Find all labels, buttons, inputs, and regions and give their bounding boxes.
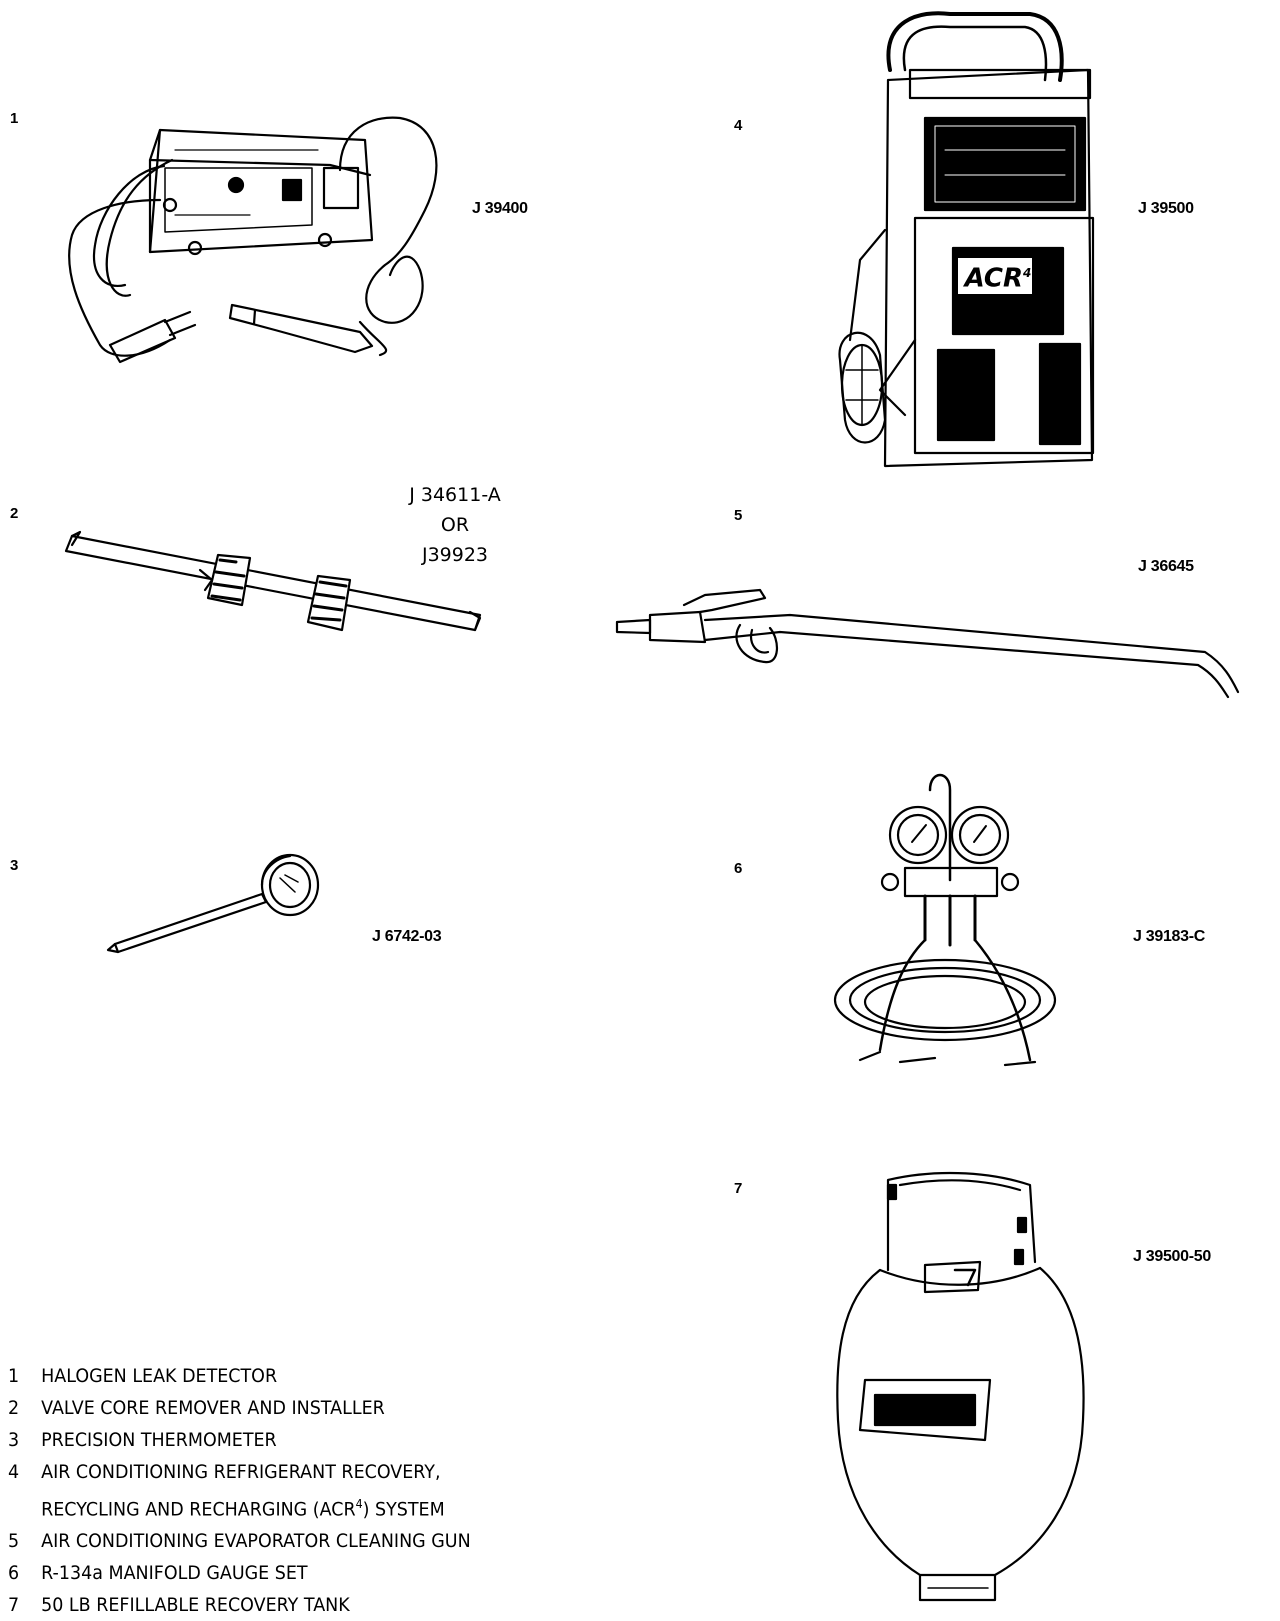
item-number-7: 7 [734, 1180, 743, 1197]
legend-row-7: 7 50 LB REFILLABLE RECOVERY TANK [8, 1589, 578, 1621]
legend-text-after: ) SYSTEM [362, 1498, 445, 1521]
legend: 1 HALOGEN LEAK DETECTOR 2 VALVE CORE REM… [8, 1360, 628, 1621]
legend-superscript: 4 [355, 1497, 363, 1511]
tool-number-7: J 39500-50 [1133, 1248, 1211, 1265]
tool-number-2-line-3: J39923 [421, 544, 489, 566]
acr-logo-superscript: 4 [1023, 266, 1032, 280]
tool-number-3: J 6742-03 [372, 928, 442, 945]
item-number-5: 5 [734, 507, 743, 524]
item-number-1: 1 [10, 110, 19, 127]
item-number-4: 4 [734, 117, 743, 134]
legend-text: HALOGEN LEAK DETECTOR [41, 1365, 278, 1387]
tool-number-1: J 39400 [472, 200, 528, 217]
legend-row-5: 5 AIR CONDITIONING EVAPORATOR CLEANING G… [8, 1525, 578, 1557]
acr-logo-sub: SYSTEM [983, 293, 1027, 302]
item-number-3: 3 [10, 857, 19, 874]
legend-row-1: 1 HALOGEN LEAK DETECTOR [8, 1360, 578, 1392]
legend-number: 4 [8, 1461, 20, 1483]
legend-text: RECYCLING AND RECHARGING (ACR4) SYSTEM [41, 1488, 445, 1525]
recovery-tank-drawing [836, 1171, 1085, 1602]
tool-number-5: J 36645 [1138, 558, 1194, 575]
tool-number-6: J 39183-C [1133, 928, 1206, 945]
legend-number: 5 [8, 1530, 20, 1553]
tool-number-2-line-1: J 34611-A [409, 484, 501, 506]
legend-text: R-134a MANIFOLD GAUGE SET [41, 1562, 308, 1585]
legend-row-4-continued: RECYCLING AND RECHARGING (ACR4) SYSTEM [8, 1488, 578, 1525]
legend-number: 3 [8, 1429, 20, 1451]
legend-text: VALVE CORE REMOVER AND INSTALLER [41, 1397, 385, 1419]
tool-number-2-line-2: OR [440, 514, 470, 536]
manifold-gauge-set-drawing [833, 773, 1057, 1067]
legend-row-6: 6 R-134a MANIFOLD GAUGE SET [8, 1557, 578, 1589]
halogen-leak-detector-drawing [68, 116, 438, 364]
legend-text: 50 LB REFILLABLE RECOVERY TANK [41, 1594, 350, 1617]
valve-core-remover-drawing [64, 530, 482, 632]
tool-number-2: J 34611-A OR J39923 [390, 480, 520, 570]
item-number-2: 2 [10, 505, 19, 522]
legend-row-3: 3 PRECISION THERMOMETER [8, 1424, 578, 1456]
legend-number: 7 [8, 1594, 20, 1617]
legend-text: AIR CONDITIONING EVAPORATOR CLEANING GUN [41, 1530, 471, 1553]
precision-thermometer-drawing [106, 853, 320, 954]
tool-number-4: J 39500 [1138, 200, 1194, 217]
acr-logo-text: ACR [964, 263, 1024, 294]
legend-row-2: 2 VALVE CORE REMOVER AND INSTALLER [8, 1392, 578, 1424]
legend-number: 1 [8, 1365, 20, 1387]
legend-text: AIR CONDITIONING REFRIGERANT RECOVERY, [41, 1461, 441, 1483]
item-number-6: 6 [734, 860, 743, 877]
legend-number: 6 [8, 1562, 20, 1585]
legend-text-before: RECYCLING AND RECHARGING (ACR [41, 1498, 356, 1521]
legend-text: PRECISION THERMOMETER [41, 1429, 277, 1451]
acr-logo: ACR4 [963, 260, 1033, 292]
legend-row-4: 4 AIR CONDITIONING REFRIGERANT RECOVERY, [8, 1456, 578, 1488]
legend-number: 2 [8, 1397, 20, 1419]
cleaning-gun-drawing [615, 588, 1240, 699]
acr4-system-cart-drawing [838, 11, 1095, 468]
